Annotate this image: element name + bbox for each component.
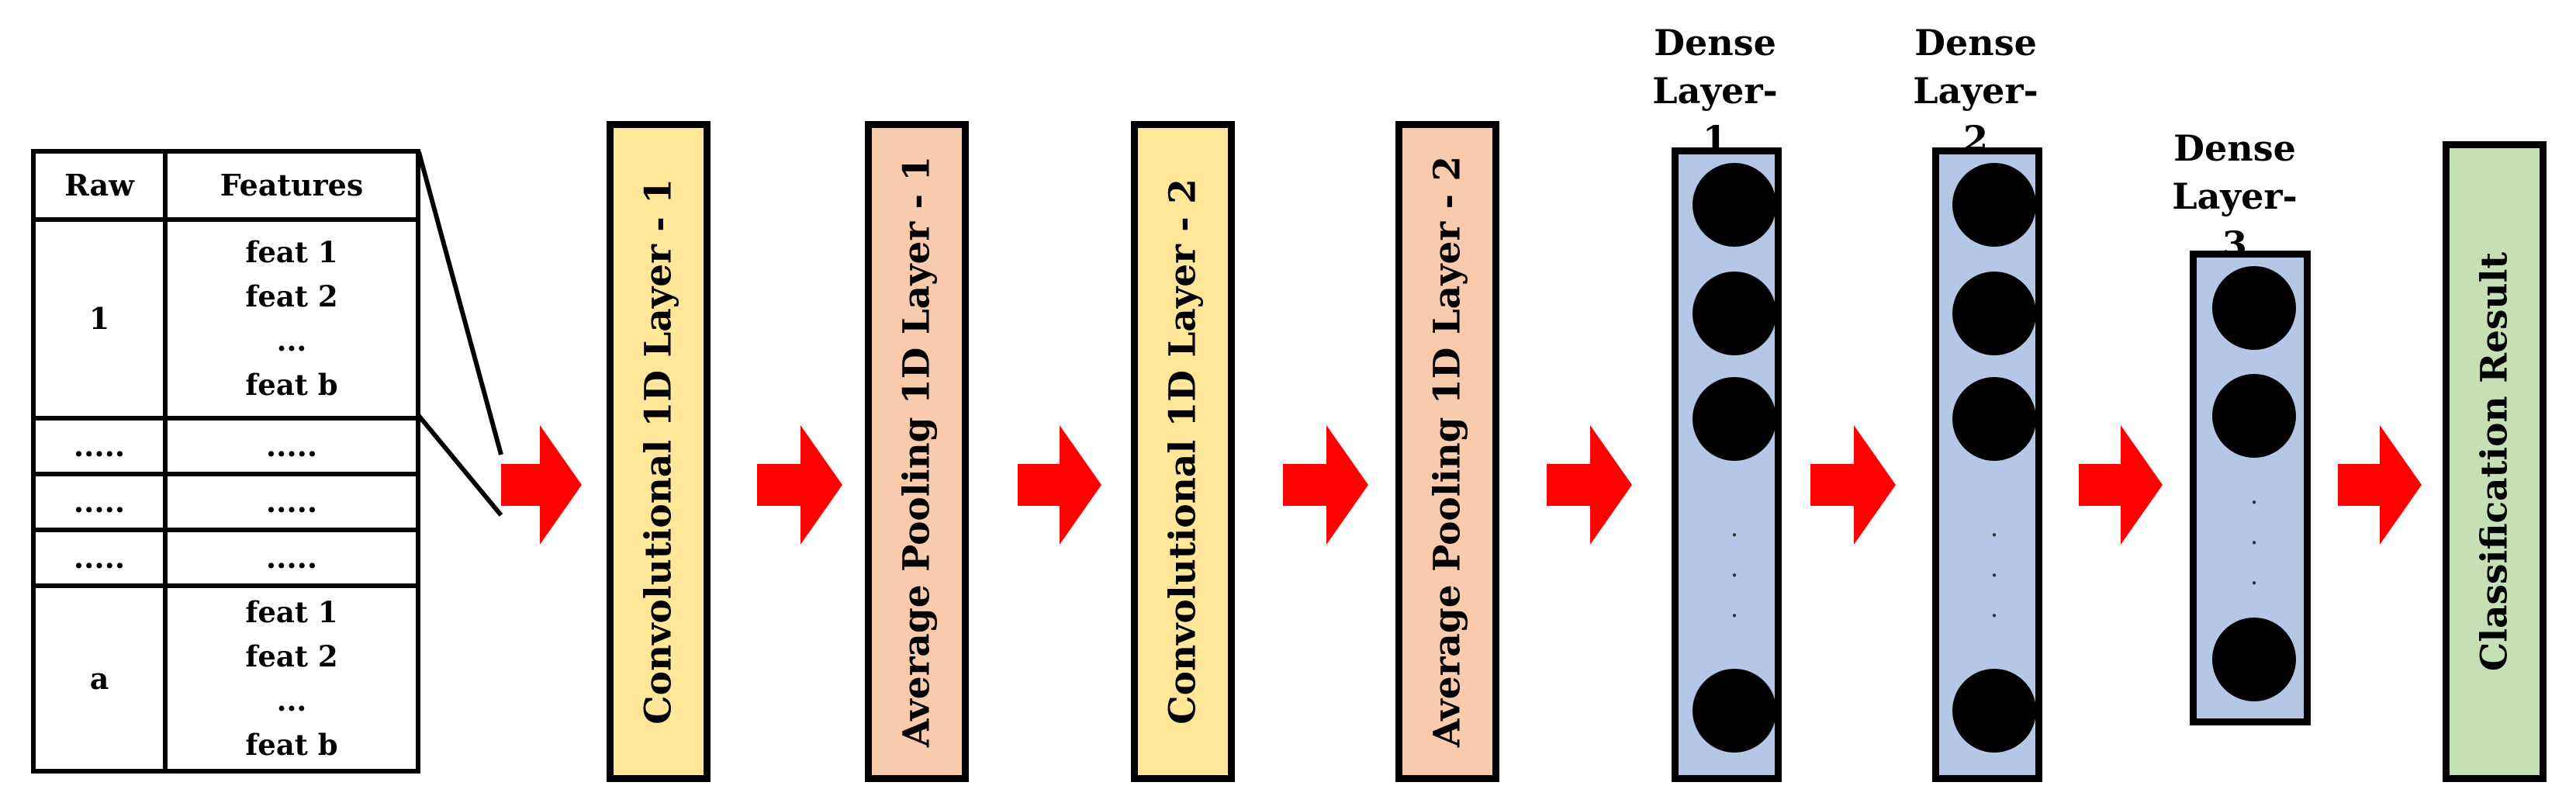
flow-arrow-icon	[1810, 425, 1896, 545]
neuron-dense2	[1952, 669, 2036, 753]
dense-layer-1-title: Dense Layer-1	[1649, 19, 1781, 163]
flow-arrow-icon	[757, 425, 842, 545]
table-row-divider	[36, 583, 416, 588]
row-features-ellipsis: .....	[265, 540, 318, 576]
row-raw-first: 1	[88, 301, 110, 337]
feature-label: ...	[276, 683, 307, 718]
feature-label: feat 1	[245, 594, 338, 629]
neuron-dense1	[1693, 669, 1776, 753]
row-features-ellipsis: .....	[265, 428, 318, 464]
neuron-dense2	[1952, 163, 2036, 247]
neuron-dense2	[1952, 272, 2036, 355]
neuron-dense1	[1693, 377, 1776, 461]
dense-layer-2-ellipsis: . . .	[1990, 512, 1999, 624]
conv1d-layer-1-box: Convolutional 1D Layer - 1	[607, 121, 711, 782]
row-raw-last: a	[89, 660, 109, 696]
row-features-ellipsis: .....	[265, 484, 318, 520]
dense-layer-3-title: Dense Layer-3	[2169, 124, 2301, 268]
classification-result-box: Classification Result	[2443, 141, 2547, 782]
feature-label: ...	[276, 324, 307, 358]
feature-label: feat 1	[245, 235, 338, 269]
row-raw-ellipsis: .....	[73, 540, 126, 576]
header-raw: Raw	[64, 168, 134, 203]
connector-line-top	[417, 151, 503, 455]
dense-layer-1-ellipsis: . . .	[1730, 512, 1739, 624]
neuron-dense2	[1952, 377, 2036, 461]
dense-layer-2-title-line1: Dense	[1914, 22, 2037, 64]
input-data-table: Raw Features 1 feat 1 feat 2 ... feat b …	[31, 149, 420, 774]
flow-arrow-icon	[1018, 425, 1101, 545]
header-features: Features	[220, 168, 364, 203]
feature-label: feat b	[245, 727, 338, 762]
feature-label: feat b	[245, 368, 338, 402]
table-row-divider	[36, 416, 416, 421]
flow-arrow-icon	[1547, 425, 1632, 545]
neuron-dense3	[2212, 374, 2296, 458]
flow-arrow-icon	[2338, 425, 2422, 545]
table-row-divider	[36, 528, 416, 532]
neuron-dense1	[1693, 163, 1776, 247]
neuron-dense3	[2212, 618, 2296, 701]
flow-arrow-icon	[501, 425, 582, 545]
connector-line-bottom	[417, 414, 503, 517]
feature-label: feat 2	[245, 279, 338, 313]
flow-arrow-icon	[2079, 425, 2163, 545]
table-header-divider	[36, 217, 416, 222]
neuron-dense1	[1693, 272, 1776, 355]
dense-layer-2-title: Dense Layer-2	[1910, 19, 2042, 163]
dense-layer-3-title-line1: Dense	[2173, 127, 2296, 169]
avg-pooling-layer-1-box: Average Pooling 1D Layer - 1	[865, 121, 969, 782]
dense-layer-3-ellipsis: . . .	[2249, 479, 2259, 591]
table-column-divider	[163, 154, 168, 769]
table-row-divider	[36, 472, 416, 476]
row-features-last: feat 1 feat 2 ... feat b	[168, 588, 416, 769]
flow-arrow-icon	[1283, 425, 1368, 545]
conv1d-layer-2-box: Convolutional 1D Layer - 2	[1131, 121, 1235, 782]
row-raw-ellipsis: .....	[73, 484, 126, 520]
row-features-first: feat 1 feat 2 ... feat b	[168, 222, 416, 416]
dense-layer-1-title-line1: Dense	[1654, 22, 1776, 64]
feature-label: feat 2	[245, 639, 338, 673]
avg-pooling-layer-2-box: Average Pooling 1D Layer - 2	[1395, 121, 1499, 782]
neuron-dense3	[2212, 266, 2296, 350]
row-raw-ellipsis: .....	[73, 428, 126, 464]
